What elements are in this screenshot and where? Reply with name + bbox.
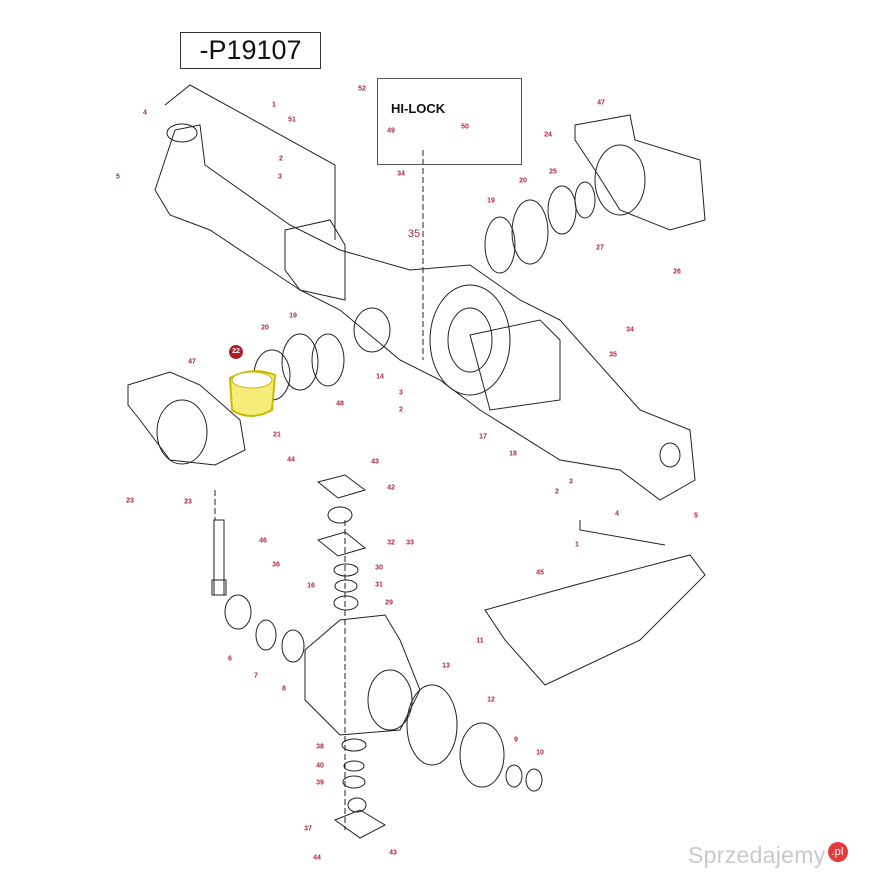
callout-13: 13 [442,662,450,670]
callout-38: 38 [316,743,324,751]
callout-2: 2 [555,488,559,496]
callout-1: 1 [272,101,276,109]
callout-17: 17 [479,433,487,441]
callout-22: 22 [229,345,243,359]
callout-46: 46 [259,537,267,545]
callout-36: 36 [272,561,280,569]
callout-40: 40 [316,762,324,770]
callout-7: 7 [254,672,258,680]
callout-44: 44 [313,854,321,862]
watermark-badge: .pl [827,842,848,862]
callout-5: 5 [694,512,698,520]
callout-50: 50 [461,123,469,131]
callout-24: 24 [544,131,552,139]
callout-9: 9 [514,736,518,744]
callout-34: 34 [626,326,634,334]
callout-19: 19 [289,312,297,320]
callout-30: 30 [375,564,383,572]
callout-47: 47 [597,99,605,107]
callout-14: 14 [376,373,384,381]
callout-32: 32 [387,539,395,547]
callout-35: 35 [407,228,421,240]
callout-43: 43 [371,458,379,466]
part-number-title: -P19107 [180,32,321,69]
callout-43: 43 [389,849,397,857]
callout-4: 4 [143,109,147,117]
callout-44: 44 [287,456,295,464]
hi-lock-label: HI-LOCK [391,101,446,116]
callout-23: 23 [184,498,192,506]
callout-48: 48 [336,400,344,408]
callout-8: 8 [282,685,286,693]
callout-5: 5 [116,173,120,181]
callout-10: 10 [536,749,544,757]
callout-2: 2 [279,155,283,163]
callout-45: 45 [536,569,544,577]
callout-26: 26 [673,268,681,276]
callout-1: 1 [575,541,579,549]
callout-4: 4 [615,510,619,518]
callout-6: 6 [228,655,232,663]
callout-3: 3 [399,389,403,397]
callout-3: 3 [569,478,573,486]
watermark: Sprzedajemy.pl [688,842,848,869]
callout-16: 16 [307,582,315,590]
callout-31: 31 [375,581,383,589]
callout-23: 23 [126,497,134,505]
callout-29: 29 [385,599,393,607]
callout-20: 20 [261,324,269,332]
callout-49: 49 [387,127,395,135]
callout-3: 3 [278,173,282,181]
watermark-text: Sprzedajemy [688,842,826,868]
callout-42: 42 [387,484,395,492]
callout-18: 18 [509,450,517,458]
callout-34: 34 [397,170,405,178]
callout-21: 21 [273,431,281,439]
callout-27: 27 [596,244,604,252]
callout-25: 25 [549,168,557,176]
callout-39: 39 [316,779,324,787]
callout-20: 20 [519,177,527,185]
callout-12: 12 [487,696,495,704]
callout-19: 19 [487,197,495,205]
hi-lock-inset: HI-LOCK [377,78,522,165]
callout-2: 2 [399,406,403,414]
callout-33: 33 [406,539,414,547]
callout-51: 51 [288,116,296,124]
callout-11: 11 [476,637,484,645]
callout-52: 52 [358,85,366,93]
callout-47: 47 [188,358,196,366]
callout-35: 35 [609,351,617,359]
callout-37: 37 [304,825,312,833]
